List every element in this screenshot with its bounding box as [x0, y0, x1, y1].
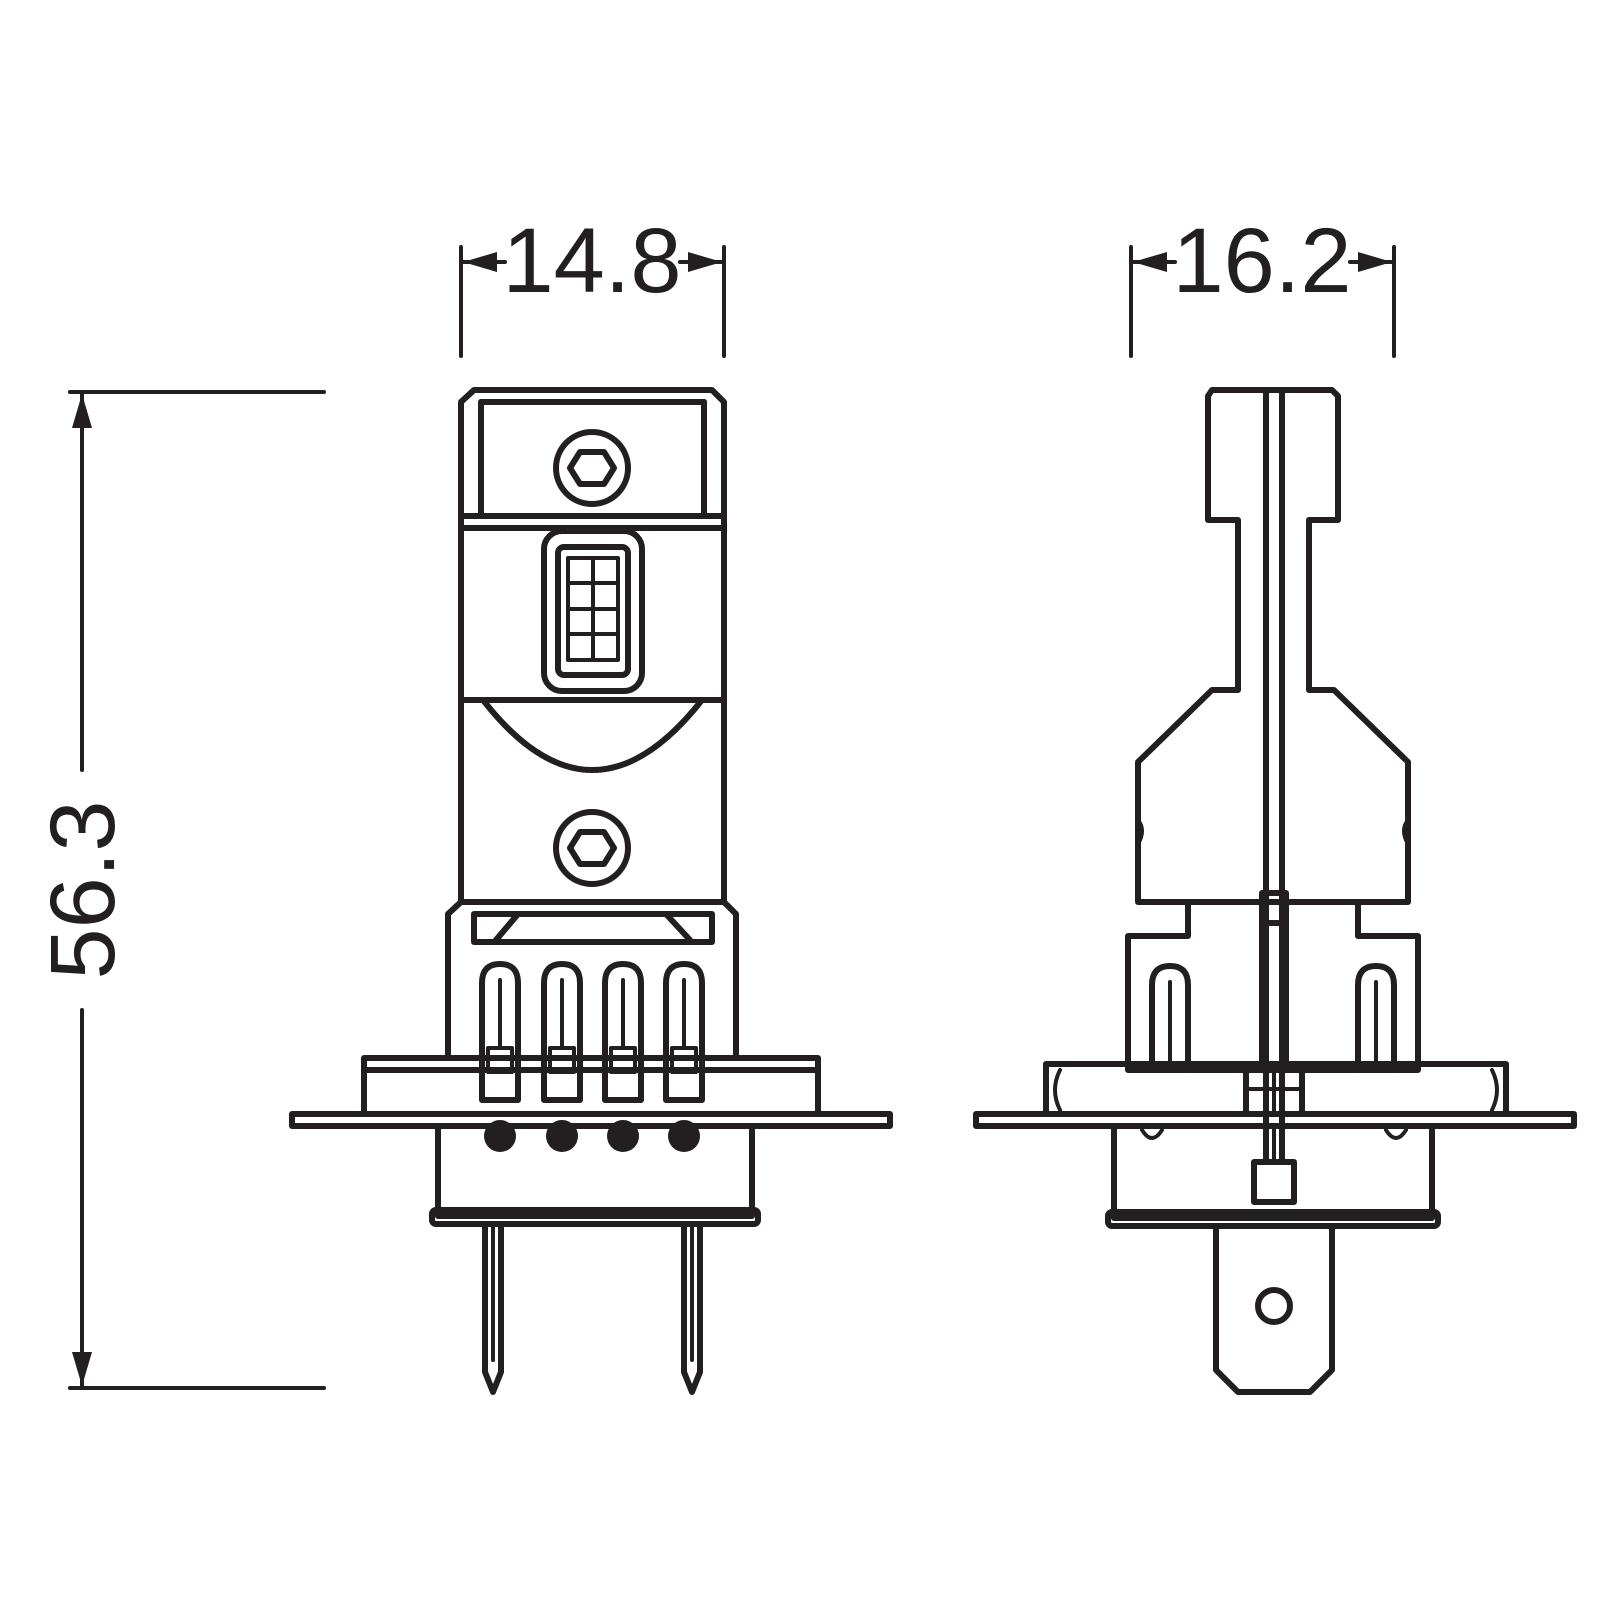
width-front-label: 14.8	[502, 210, 681, 312]
dimension-width-side: 16.2	[1129, 210, 1396, 358]
width-side-label: 16.2	[1172, 210, 1351, 312]
bottom-screw-icon	[553, 809, 631, 887]
led-chip-icon	[566, 556, 620, 662]
contact-pins	[479, 961, 705, 1103]
bulb-side-view	[973, 387, 1577, 1395]
dimension-width-front: 14.8	[459, 210, 726, 358]
lock-square-icon	[1251, 1159, 1297, 1205]
dimension-height: 56.3	[32, 390, 326, 1390]
height-label: 56.3	[32, 800, 134, 979]
led-chip-frame	[541, 528, 645, 694]
top-screw-icon	[553, 429, 631, 507]
bulb-front-view	[289, 387, 893, 1395]
terminal-hole-icon	[1255, 1287, 1293, 1325]
